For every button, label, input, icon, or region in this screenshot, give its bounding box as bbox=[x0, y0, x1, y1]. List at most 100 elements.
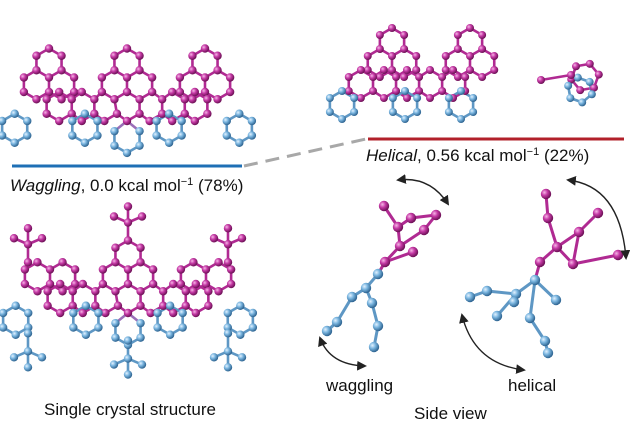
helical-atom bbox=[325, 94, 334, 102]
crystal-atom bbox=[189, 287, 198, 296]
helical-atom bbox=[375, 45, 384, 53]
side-waggling-atom bbox=[321, 325, 333, 337]
side-view-waggling bbox=[321, 200, 442, 353]
helical-atom bbox=[350, 94, 359, 102]
helical-atom bbox=[453, 73, 462, 81]
waggling-atom bbox=[235, 138, 244, 147]
helical-exponent: −1 bbox=[526, 146, 540, 158]
waggling-atom bbox=[69, 73, 79, 82]
side-helical-atom bbox=[508, 296, 520, 308]
waggling-atom bbox=[112, 109, 122, 118]
waggling-atom bbox=[222, 131, 231, 140]
helical-atom bbox=[344, 87, 353, 95]
helical-atom bbox=[369, 87, 378, 95]
waggling-atom bbox=[97, 87, 107, 97]
crystal-atom bbox=[123, 370, 133, 379]
crystal-atom bbox=[70, 279, 80, 289]
side-helical-atom bbox=[529, 274, 541, 286]
crystal-atom bbox=[20, 265, 30, 274]
crystal-atom bbox=[236, 330, 245, 339]
side-waggling-atom bbox=[418, 224, 430, 236]
helical-atom bbox=[325, 108, 334, 116]
waggling-atom bbox=[90, 109, 99, 118]
crystal-atom bbox=[178, 308, 187, 318]
waggling-atom bbox=[222, 116, 231, 126]
side-helical-atom bbox=[510, 288, 522, 300]
helical-atom bbox=[379, 94, 388, 102]
crystal-atom bbox=[181, 301, 190, 310]
waggling-atom bbox=[10, 109, 19, 118]
helical-atom bbox=[413, 94, 422, 102]
waggling-atom bbox=[122, 87, 132, 97]
waggling-atom bbox=[188, 66, 197, 75]
crystal-atom bbox=[9, 234, 19, 243]
crystal-atom bbox=[137, 360, 147, 369]
waggling-atom bbox=[190, 116, 200, 126]
crystal-atom bbox=[209, 353, 219, 362]
helical-atom bbox=[356, 94, 365, 102]
crystal-atom bbox=[111, 318, 120, 328]
waggling-atom bbox=[225, 87, 235, 97]
crystal-atom bbox=[98, 279, 108, 289]
side-helical-atom bbox=[551, 241, 563, 253]
side-waggling-atom bbox=[407, 246, 419, 258]
waggling-atom bbox=[177, 131, 186, 140]
waggling-atom bbox=[23, 116, 32, 126]
waggling-atom bbox=[90, 95, 99, 104]
crystal-atom bbox=[45, 279, 55, 289]
helical-atom bbox=[412, 66, 421, 74]
waggling-atom bbox=[164, 109, 174, 118]
crystal-atom bbox=[94, 323, 103, 332]
helical-atom bbox=[457, 87, 465, 95]
helical-atom bbox=[388, 66, 396, 74]
helical-atom bbox=[441, 52, 450, 60]
helical-atom bbox=[400, 45, 409, 53]
waggling-atom bbox=[67, 95, 76, 104]
crystal-atom bbox=[153, 308, 162, 318]
waggling-atom bbox=[203, 109, 212, 118]
helical-atom bbox=[573, 73, 582, 82]
helical-atom bbox=[338, 115, 346, 123]
helical-molecule bbox=[325, 24, 603, 123]
crystal-atom bbox=[98, 265, 108, 274]
waggling-energy: 0.0 kcal mol bbox=[90, 176, 181, 195]
helical-atom bbox=[426, 66, 434, 74]
crystal-atom bbox=[123, 265, 133, 274]
helical-atom bbox=[363, 66, 372, 74]
crystal-atom bbox=[226, 265, 236, 274]
helical-atom bbox=[392, 87, 401, 95]
helical-atom bbox=[388, 94, 397, 102]
crystal-atom bbox=[91, 287, 100, 296]
crystal-atom bbox=[70, 265, 80, 274]
helical-atom bbox=[441, 66, 450, 74]
crystal-atom bbox=[58, 287, 67, 296]
helical-atom bbox=[438, 73, 447, 81]
helical-name: Helical bbox=[366, 146, 418, 165]
crystal-atom bbox=[123, 354, 133, 363]
waggling-atom bbox=[80, 109, 90, 118]
side-view-helical bbox=[464, 188, 624, 359]
helical-atom bbox=[572, 62, 581, 71]
waggling-atom bbox=[135, 51, 144, 60]
crystal-atom bbox=[111, 258, 120, 267]
helical-atom bbox=[594, 70, 603, 79]
waggling-atom bbox=[180, 95, 189, 104]
crystal-atom bbox=[33, 287, 42, 296]
helical-atom bbox=[402, 66, 411, 74]
waggling-atom bbox=[93, 131, 102, 140]
waggling-atom bbox=[147, 73, 157, 82]
helical-atom bbox=[566, 94, 575, 103]
waggling-atom bbox=[200, 73, 210, 82]
crystal-atom bbox=[91, 301, 100, 310]
crystal-atom bbox=[248, 323, 258, 332]
waggling-atom bbox=[135, 126, 144, 136]
helical-atom bbox=[457, 115, 465, 123]
waggling-atom bbox=[213, 66, 222, 75]
crystal-atom bbox=[111, 243, 120, 252]
crystal-atom bbox=[68, 287, 77, 296]
helical-atom bbox=[400, 73, 409, 81]
crystal-atom bbox=[23, 329, 33, 338]
crystal-atom bbox=[191, 308, 201, 318]
side-waggling-atom bbox=[368, 341, 380, 353]
waggling-atom bbox=[19, 73, 29, 82]
